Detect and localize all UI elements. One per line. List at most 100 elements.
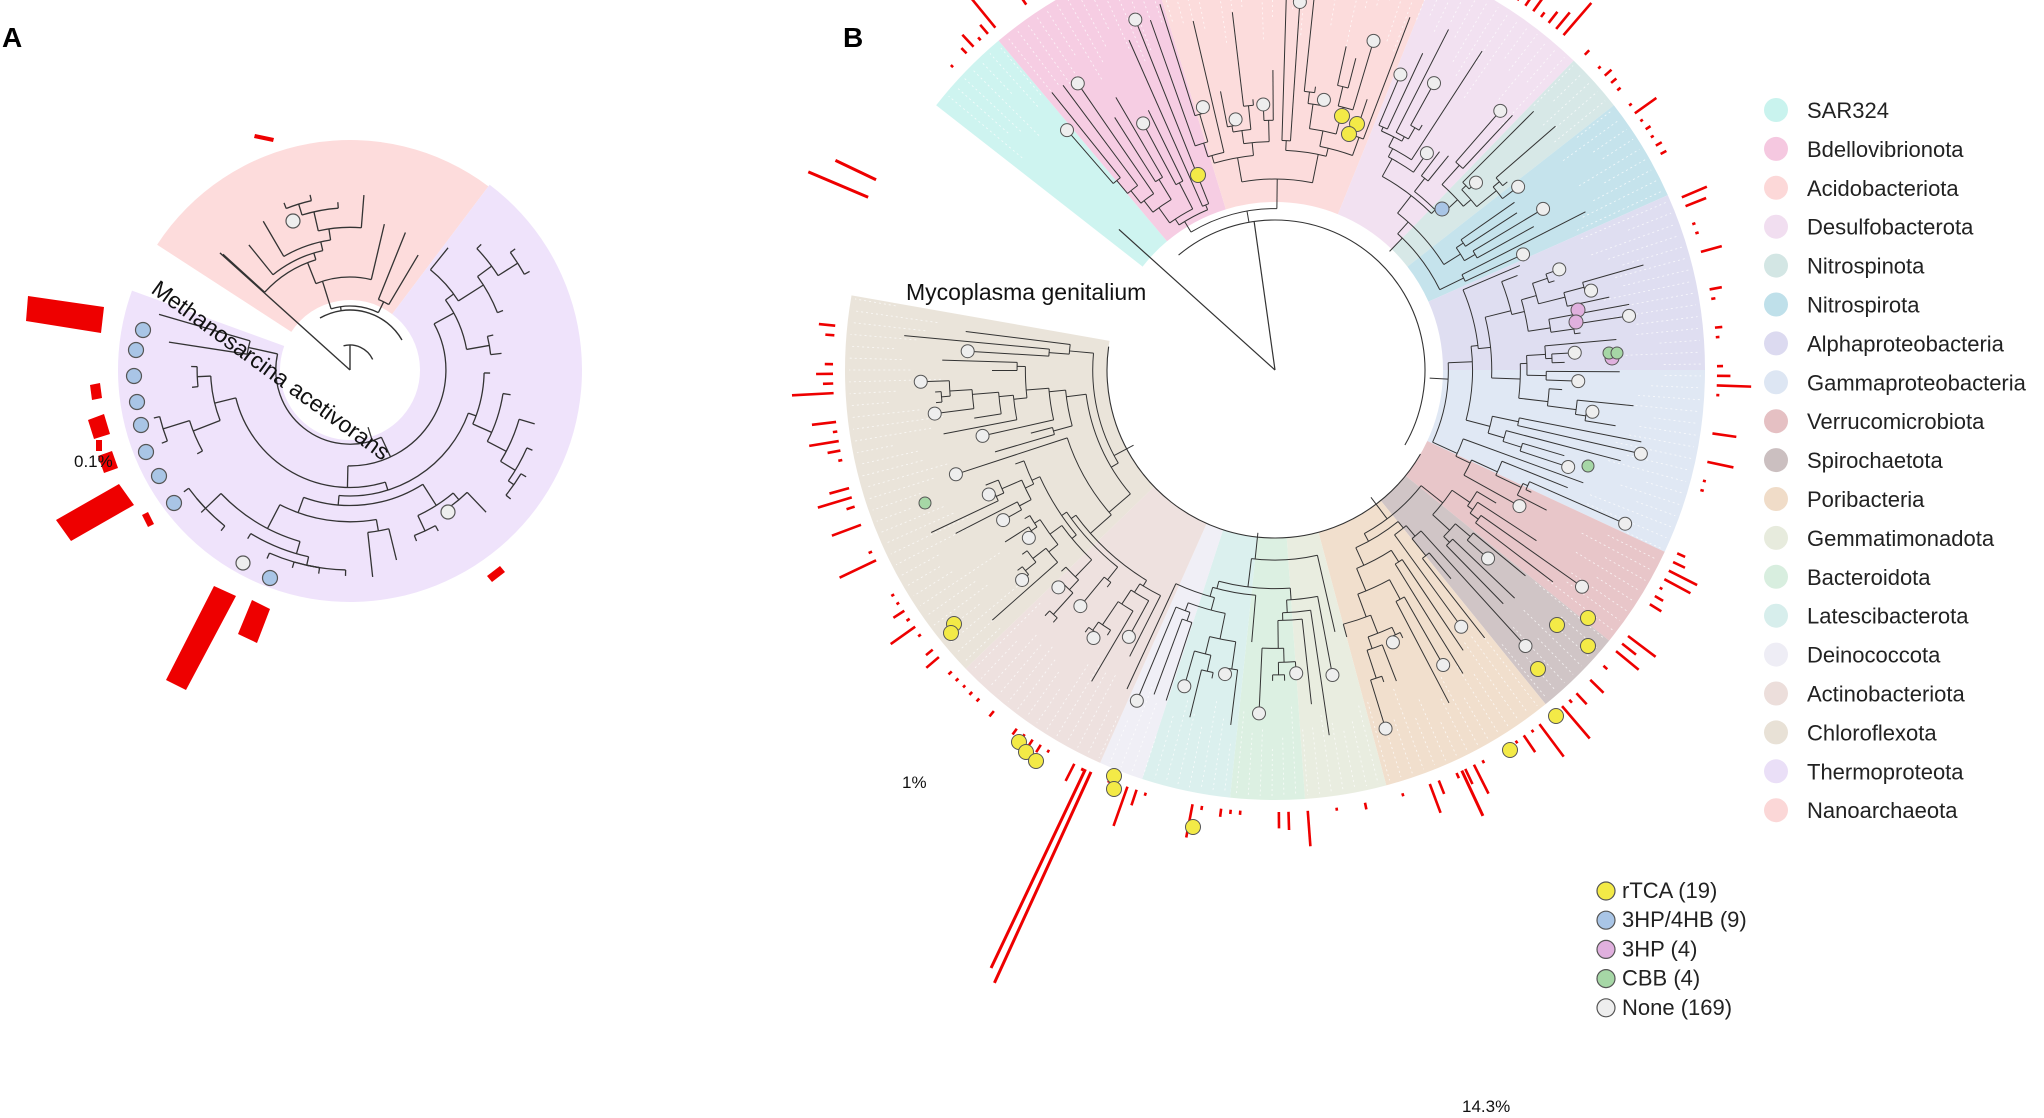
clade-sector-alphaproteobacteria bbox=[1428, 195, 1705, 370]
tip-marker-none bbox=[1436, 658, 1451, 673]
abundance-bar bbox=[1218, 808, 1223, 817]
pathway-swatch bbox=[1596, 939, 1616, 960]
abundance-bar bbox=[989, 768, 1087, 969]
tip-marker-3hp4hb bbox=[137, 443, 155, 461]
tip-marker-none bbox=[913, 374, 928, 389]
abundance-bar bbox=[962, 684, 967, 689]
tip-marker-none bbox=[1289, 666, 1304, 681]
abundance-bar bbox=[1634, 96, 1658, 115]
clade-sector-nitrospinota bbox=[1391, 60, 1614, 267]
tip-marker-3hp4hb bbox=[125, 367, 143, 385]
phylum-swatch bbox=[1764, 448, 1788, 473]
abundance-bar bbox=[791, 391, 834, 397]
tip-marker-none bbox=[1536, 201, 1551, 216]
phylum-legend-item: Desulfobacterota bbox=[1764, 214, 1974, 240]
pathway-label: None (169) bbox=[1622, 995, 1732, 1020]
abundance-bar bbox=[925, 648, 934, 657]
abundance-bar bbox=[1472, 764, 1490, 795]
tip-marker-none bbox=[1567, 345, 1582, 360]
phylum-label: Actinobacteriota bbox=[1807, 682, 1966, 707]
abundance-bar bbox=[1561, 705, 1591, 740]
abundance-bar bbox=[88, 414, 110, 439]
abundance-bar bbox=[90, 383, 102, 400]
abundance-bar bbox=[1562, 2, 1593, 37]
phylum-swatch bbox=[1764, 798, 1788, 823]
tip-marker-none bbox=[1454, 619, 1469, 634]
pathway-legend: rTCA (19)3HP/4HB (9)3HP (4)CBB (4)None (… bbox=[1596, 878, 1747, 1020]
clade-sector-sar324 bbox=[936, 40, 1168, 267]
clade-sector-nanoarchaeota bbox=[157, 140, 489, 332]
pathway-label: rTCA (19) bbox=[1622, 878, 1717, 903]
phylum-legend-item: Nitrospirota bbox=[1764, 292, 1920, 318]
tip-marker-none bbox=[1561, 459, 1576, 474]
tip-marker-cbb bbox=[918, 496, 932, 510]
tip-marker-none bbox=[1086, 631, 1101, 646]
tip-marker-cbb bbox=[1581, 459, 1595, 473]
tip-marker-rtca bbox=[1334, 108, 1350, 124]
phylum-legend-item: Actinobacteriota bbox=[1764, 681, 1966, 707]
phylum-label: Bdellovibrionota bbox=[1807, 137, 1964, 162]
tip-marker-none bbox=[1393, 67, 1408, 82]
abundance-bar bbox=[890, 593, 895, 598]
tip-marker-none bbox=[1633, 446, 1648, 461]
pathway-swatch bbox=[1596, 910, 1616, 930]
abundance-bar bbox=[1663, 578, 1692, 595]
tip-marker-none bbox=[1136, 116, 1151, 131]
tip-marker-none bbox=[1427, 76, 1442, 91]
phylum-label: Deinococcota bbox=[1807, 643, 1941, 668]
tip-marker-3hp4hb bbox=[1434, 201, 1450, 217]
abundance-bar bbox=[1583, 49, 1591, 56]
tip-marker-none bbox=[1256, 97, 1271, 112]
phylum-label: Verrucomicrobiota bbox=[1807, 409, 1985, 434]
phylum-legend-item: Nanoarchaeota bbox=[1764, 798, 1958, 823]
clade-sector-desulfobacterota bbox=[1337, 0, 1574, 250]
tip-marker-none bbox=[1378, 721, 1393, 736]
clade-sector-actinobacteriota bbox=[965, 486, 1207, 763]
phylum-legend-item: Acidobacteriota bbox=[1764, 175, 1959, 201]
abundance-bar bbox=[925, 656, 940, 669]
phylum-legend-item: Gammaproteobacteria bbox=[1764, 370, 2027, 395]
abundance-bar bbox=[1547, 10, 1559, 24]
phylum-label: Poribacteria bbox=[1807, 487, 1925, 512]
abundance-bar bbox=[1589, 678, 1605, 694]
panel-b-bar-scale-label: 1% bbox=[902, 773, 927, 792]
tip-marker-3hp4hb bbox=[128, 393, 146, 411]
tip-marker-3hp4hb bbox=[165, 494, 183, 512]
abundance-bar bbox=[954, 677, 960, 682]
tip-marker-none bbox=[1512, 499, 1527, 514]
abundance-bar bbox=[949, 64, 954, 69]
abundance-bar bbox=[1655, 141, 1663, 147]
phylum-label: Alphaproteobacteria bbox=[1807, 331, 2005, 356]
tip-marker-none bbox=[1073, 599, 1088, 614]
phylum-swatch bbox=[1764, 564, 1788, 589]
phylum-swatch bbox=[1764, 603, 1788, 628]
abundance-bar bbox=[829, 486, 850, 495]
abundance-bar bbox=[1628, 102, 1633, 107]
abundance-bar bbox=[1437, 780, 1446, 795]
abundance-bar bbox=[1306, 810, 1312, 847]
abundance-bar bbox=[988, 710, 995, 718]
panel-a-tree bbox=[153, 194, 535, 578]
abundance-bar bbox=[1481, 759, 1486, 764]
phylum-label: Gammaproteobacteria bbox=[1807, 370, 2027, 395]
pathway-legend-item: rTCA (19) bbox=[1596, 878, 1717, 903]
tip-marker-rtca bbox=[1018, 744, 1034, 760]
abundance-bar bbox=[1668, 569, 1698, 587]
abundance-bar bbox=[825, 333, 835, 337]
clade-sector-spirochaetota bbox=[1380, 475, 1610, 705]
phylum-label: SAR324 bbox=[1807, 98, 1889, 123]
tip-marker-none bbox=[1419, 146, 1434, 161]
phylum-swatch bbox=[1764, 175, 1788, 200]
abundance-bar bbox=[1610, 77, 1618, 84]
abundance-bar bbox=[1464, 768, 1474, 785]
panel-a-tip-markers bbox=[125, 213, 456, 587]
tip-marker-none bbox=[1385, 635, 1400, 650]
abundance-bar bbox=[1707, 460, 1734, 469]
tip-marker-rtca bbox=[1341, 126, 1357, 142]
abundance-bar bbox=[1681, 185, 1708, 199]
abundance-bar bbox=[1685, 196, 1707, 208]
tip-marker-3hp4hb bbox=[132, 416, 150, 434]
abundance-bar bbox=[811, 420, 837, 427]
phylum-legend-item: Alphaproteobacteria bbox=[1764, 331, 2005, 356]
pathway-label: 3HP/4HB (9) bbox=[1622, 907, 1747, 932]
